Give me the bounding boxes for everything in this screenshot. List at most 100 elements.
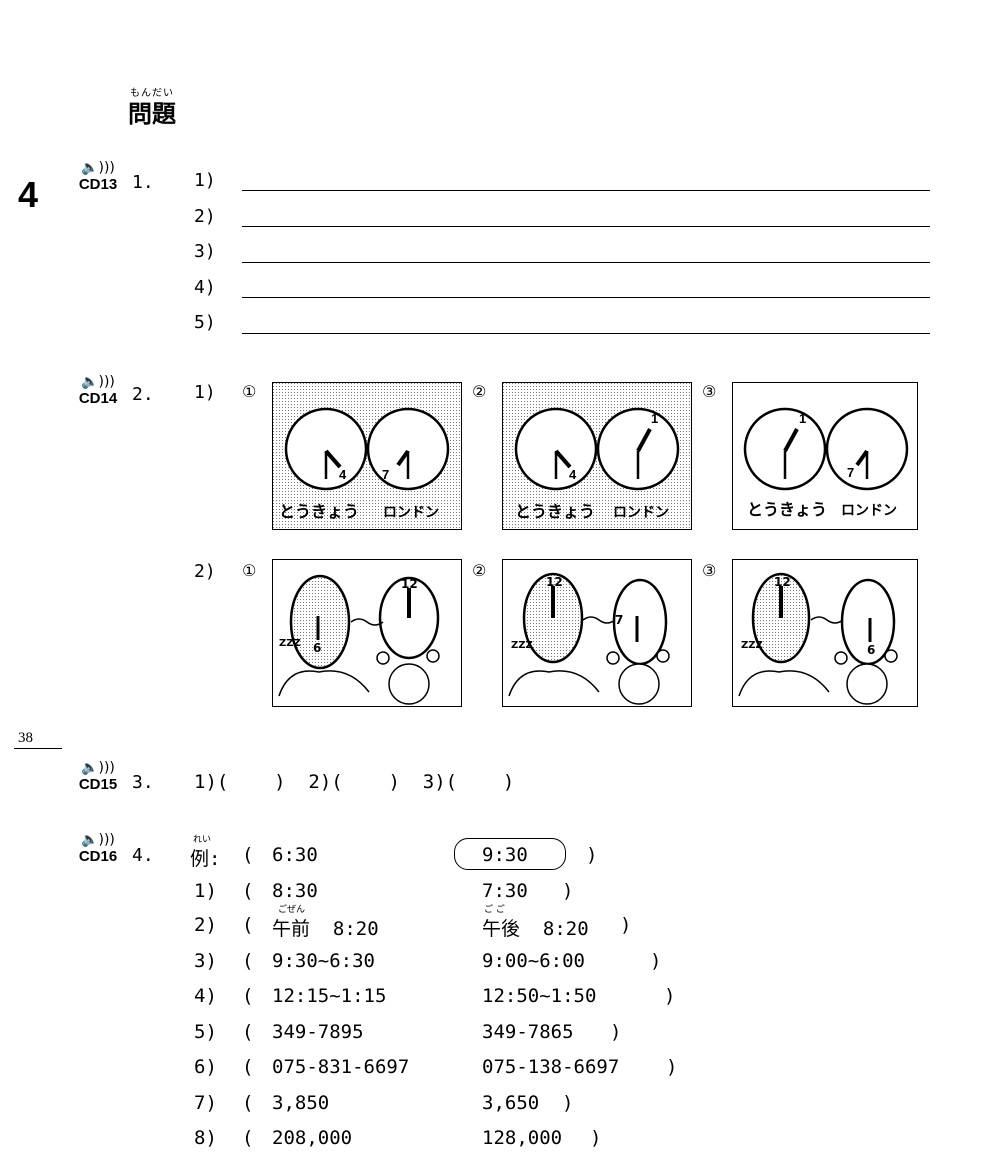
cd-label: CD15 xyxy=(78,776,118,793)
page-title: もんだい 問題 xyxy=(128,88,176,128)
q4-row-7-close: ) xyxy=(562,1092,574,1114)
q4-row-1-option-b[interactable]: 7:30 xyxy=(482,880,528,902)
q4-row-2-close: ) xyxy=(620,914,632,936)
example-close-paren: ) xyxy=(586,844,598,866)
lesson-number: 4 xyxy=(18,174,39,215)
city-label-london: ロンドン xyxy=(841,503,897,519)
q4-row-8-close: ) xyxy=(590,1127,602,1149)
q4-row-5-option-b[interactable]: 349-7865 xyxy=(482,1021,574,1043)
clock-panel-1-2[interactable]: 4 1 とうきょう ロンドン xyxy=(502,382,692,530)
q1-item-1-label: 1) xyxy=(194,170,216,191)
example-furigana: れい xyxy=(193,835,212,845)
q4-row-6-option-b[interactable]: 075-138-6697 xyxy=(482,1056,620,1078)
clock-digit: 12 xyxy=(774,575,791,589)
answer-line-5[interactable] xyxy=(242,333,930,334)
question-number: 2. xyxy=(132,384,154,405)
clock-digit: 7 xyxy=(382,467,389,482)
q1-item-3-label: 3) xyxy=(194,241,216,262)
example-open-paren: ( xyxy=(242,844,254,866)
title-furigana: もんだい xyxy=(130,88,174,99)
question-number: 1. xyxy=(132,172,154,193)
q4-row-4-option-b[interactable]: 12:50~1:50 xyxy=(482,985,597,1007)
question-number: 4. xyxy=(132,845,154,866)
q4-row-5-close: ) xyxy=(610,1021,622,1043)
answer-line-4[interactable] xyxy=(242,297,930,298)
q4-row-1-open: ( xyxy=(242,880,254,902)
option-marker-1[interactable]: ① xyxy=(242,561,257,580)
zzz-icon: ZZZ xyxy=(279,638,301,649)
q4-row-7-label: 7) xyxy=(194,1092,217,1114)
clock-digit: 6 xyxy=(313,641,321,655)
speaker-icon: 🔈))) xyxy=(81,760,115,776)
clock-digit: 12 xyxy=(546,575,563,589)
answer-line-3[interactable] xyxy=(242,262,930,263)
clock-digit: 4 xyxy=(569,467,577,482)
option-marker-3[interactable]: ③ xyxy=(702,561,717,580)
example-option-b[interactable]: 9:30 xyxy=(482,844,528,866)
speaker-icon: 🔈))) xyxy=(81,160,115,176)
page-number-rule xyxy=(14,748,62,749)
q4-row-4-open: ( xyxy=(242,985,254,1007)
title-text: 問題 xyxy=(128,100,176,128)
option-marker-1[interactable]: ① xyxy=(242,382,257,401)
q4-row-5-label: 5) xyxy=(194,1021,217,1043)
clock-panel-2-3[interactable]: 12 6 ZZZ xyxy=(732,559,918,707)
q1-item-4-label: 4) xyxy=(194,277,216,298)
cd-label: CD13 xyxy=(78,176,118,193)
q4-row-4-close: ) xyxy=(664,985,676,1007)
cd-label: CD16 xyxy=(78,848,118,865)
q1-item-2-label: 2) xyxy=(194,206,216,227)
q4-row-1-close: ) xyxy=(562,880,574,902)
audio-track-cd16[interactable]: 🔈))) CD16 xyxy=(68,832,128,866)
zzz-icon: ZZZ xyxy=(741,640,763,651)
q2-part1-label: 1) xyxy=(194,382,216,403)
q4-row-1-label: 1) xyxy=(194,880,217,902)
q3-answer-blanks[interactable]: 1)( ) 2)( ) 3)( ) xyxy=(194,771,515,793)
city-label-tokyo: とうきょう xyxy=(747,500,827,519)
q4-row-5-option-a[interactable]: 349-7895 xyxy=(272,1021,364,1043)
q4-row-6-label: 6) xyxy=(194,1056,217,1078)
q4-row-6-close: ) xyxy=(666,1056,678,1078)
q4-row-4-option-a[interactable]: 12:15~1:15 xyxy=(272,985,387,1007)
q4-row-8-option-a[interactable]: 208,000 xyxy=(272,1127,353,1149)
q4-row-7-option-b[interactable]: 3,650 xyxy=(482,1092,540,1114)
example-option-a[interactable]: 6:30 xyxy=(272,844,318,866)
q4-row-7-open: ( xyxy=(242,1092,254,1114)
question-number: 3. xyxy=(132,772,154,793)
clock-digit: 4 xyxy=(339,467,347,482)
q4-row-2-label: 2) xyxy=(194,914,217,936)
q4-row-2-option-a[interactable]: 午前 8:20 xyxy=(272,918,379,940)
furigana-gogo: ご ご xyxy=(484,905,505,915)
clock-digit: 6 xyxy=(867,643,875,657)
clock-panel-1-3[interactable]: 1 7 とうきょう ロンドン xyxy=(732,382,918,530)
option-marker-3[interactable]: ③ xyxy=(702,382,717,401)
q4-row-3-option-b[interactable]: 9:00~6:00 xyxy=(482,950,585,972)
option-marker-2[interactable]: ② xyxy=(472,561,487,580)
clock-panel-1-1[interactable]: 4 7 とうきょう ロンドン xyxy=(272,382,462,530)
city-label-london: ロンドン xyxy=(383,505,439,521)
answer-line-2[interactable] xyxy=(242,226,930,227)
clock-panel-2-2[interactable]: 12 7 ZZZ xyxy=(502,559,692,707)
clock-digit: 1 xyxy=(799,411,806,426)
zzz-icon: ZZZ xyxy=(511,640,533,651)
answer-line-1[interactable] xyxy=(242,190,930,191)
q4-row-3-option-a[interactable]: 9:30~6:30 xyxy=(272,950,375,972)
speaker-icon: 🔈))) xyxy=(81,832,115,848)
q4-row-4-label: 4) xyxy=(194,985,217,1007)
option-marker-2[interactable]: ② xyxy=(472,382,487,401)
q4-row-6-option-a[interactable]: 075-831-6697 xyxy=(272,1056,410,1078)
q4-row-8-option-b[interactable]: 128,000 xyxy=(482,1127,563,1149)
audio-track-cd14[interactable]: 🔈))) CD14 xyxy=(68,374,128,408)
q4-row-8-label: 8) xyxy=(194,1127,217,1149)
audio-track-cd15[interactable]: 🔈))) CD15 xyxy=(68,760,128,794)
audio-track-cd13[interactable]: 🔈))) CD13 xyxy=(68,160,128,194)
city-label-tokyo: とうきょう xyxy=(515,502,595,521)
q4-row-5-open: ( xyxy=(242,1021,254,1043)
q4-row-1-option-a[interactable]: 8:30 xyxy=(272,880,318,902)
clock-digit: 7 xyxy=(847,465,854,480)
q4-row-8-open: ( xyxy=(242,1127,254,1149)
q4-row-7-option-a[interactable]: 3,850 xyxy=(272,1092,330,1114)
clock-panel-2-1[interactable]: 6 12 ZZZ xyxy=(272,559,462,707)
city-label-london: ロンドン xyxy=(613,505,669,521)
q4-row-2-option-b[interactable]: 午後 8:20 xyxy=(482,918,589,940)
